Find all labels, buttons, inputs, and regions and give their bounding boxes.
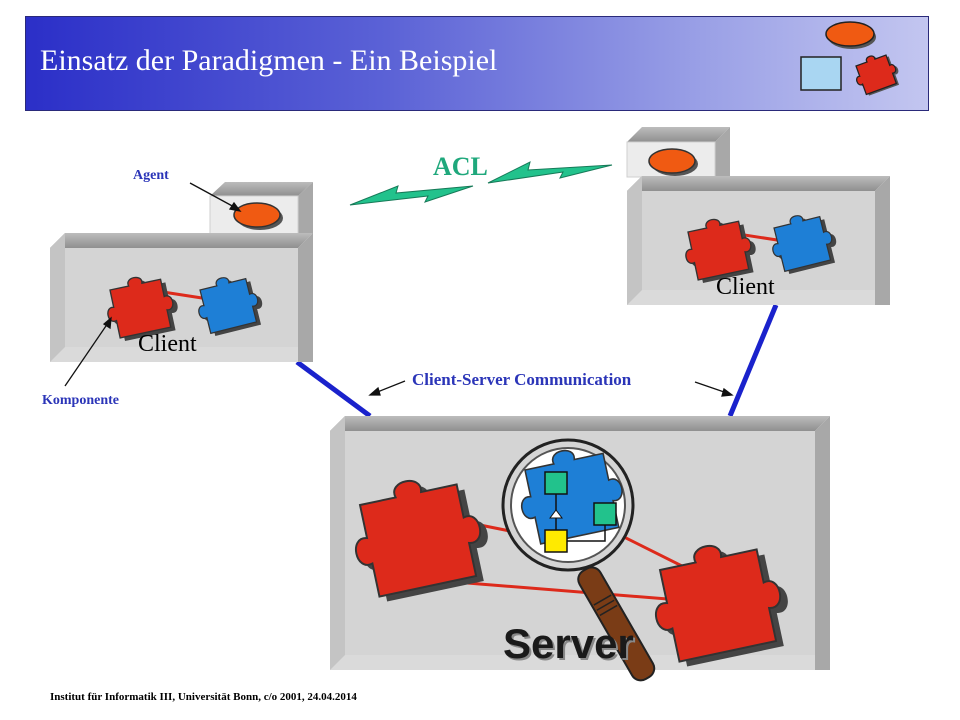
right-client-label: Client (716, 274, 775, 300)
link-right-client-server (727, 304, 779, 417)
header-agent-icon (800, 21, 904, 98)
slide-title: Einsatz der Paradigmen - Ein Beispiel (40, 44, 498, 77)
link-left-client-server (295, 359, 372, 419)
komponente-label: Komponente (42, 393, 119, 408)
server-label: Server (503, 620, 634, 667)
footer-text: Institut für Informatik III, Universität… (50, 691, 357, 703)
agent-label: Agent (133, 168, 169, 183)
right-client-box (626, 127, 890, 305)
acl-label: ACL (433, 152, 488, 181)
magnifier-icon (501, 438, 656, 682)
left-client-label: Client (138, 331, 197, 357)
acl-lightning-bolt-icon (349, 161, 613, 206)
title-banner (25, 16, 929, 111)
annotation-arrows (64, 182, 734, 397)
right-agent-icon (648, 148, 698, 176)
left-agent-icon (233, 202, 283, 230)
client-server-communication-label: Client-Server Communication (412, 370, 632, 389)
